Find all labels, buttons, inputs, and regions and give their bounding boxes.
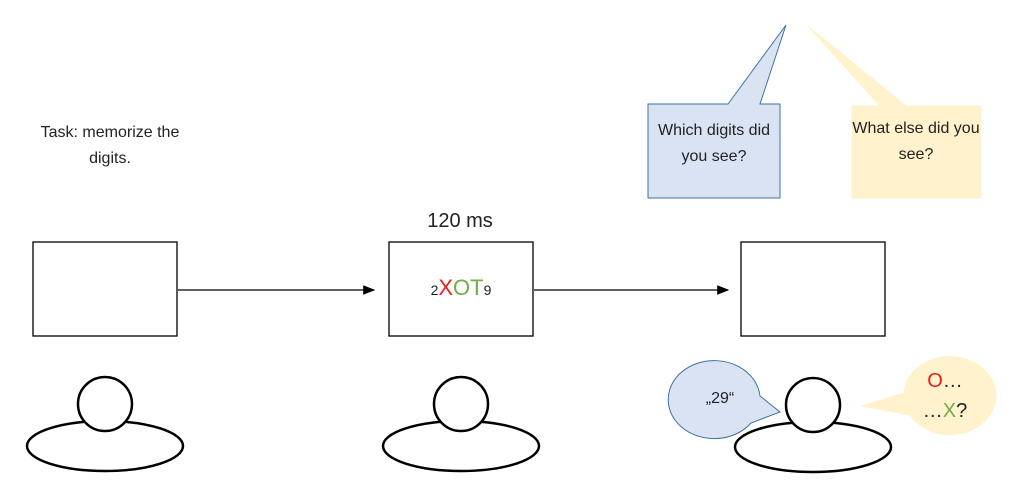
digits-response-text: „29“ [705,390,735,407]
person-3-head [784,376,842,434]
stimulus-digit-right: 9 [483,282,492,298]
stimulus-letter-x: X [438,275,454,300]
digits-response-bubble [667,360,781,440]
person-2-head [432,375,490,433]
stimulus-letter-t: T [470,275,484,300]
else-response-text: O… …X? [905,366,985,426]
response-ellipsis-2: … [922,400,943,422]
stimulus-display: 2XOT9 [390,275,532,301]
response-letter-o: O [927,370,943,392]
person-1-head [76,375,134,433]
stimulus-digit-left: 2 [430,282,439,298]
timing-label: 120 ms [427,210,493,232]
digits-question-bubble [647,24,787,199]
screen-after [740,241,886,337]
response-question-mark: ? [956,400,968,422]
digits-question-text: Which digits did you see? [657,122,771,165]
screen-stimulus [388,241,534,337]
else-question-text: What else did you see? [852,120,980,163]
response-letter-x: X [942,400,957,422]
stimulus-letter-o: O [453,275,471,300]
response-ellipsis-1: … [942,370,963,392]
else-response-bubble [861,356,997,436]
task-instruction: Task: memorize the digits. [40,124,180,167]
else-question-bubble [807,25,982,199]
screen-before [32,241,178,337]
